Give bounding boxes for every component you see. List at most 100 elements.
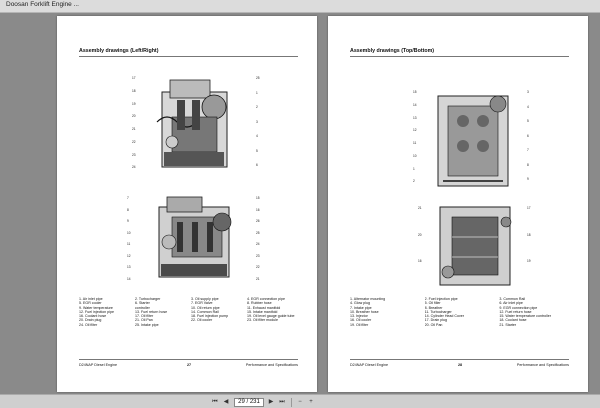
callout-label: 23 [132, 152, 136, 157]
legend-item: 23. Oil filter module [247, 318, 278, 323]
page-number-input[interactable]: 29 / 231 [234, 397, 264, 407]
viewer-toolbar: ⏮ ◀ 29 / 231 ▶ ⏭ − + [0, 394, 600, 408]
callout-label: 24 [256, 242, 260, 246]
tab-title: Doosan Forklift Engine ... [6, 1, 79, 8]
callout-label: 16 [418, 259, 422, 264]
callout-label: 19 [132, 101, 136, 106]
callout-label: 4 [256, 134, 258, 139]
page-navigation: ⏮ ◀ 29 / 231 ▶ ⏭ − + [210, 397, 317, 407]
callout-label: 11 [127, 242, 131, 246]
legend-item: 2. Fuel injection pipe [424, 297, 458, 301]
callout-label: 17 [132, 76, 136, 80]
callout-label: 13 [413, 115, 417, 120]
callout-label: 22 [132, 139, 136, 144]
legend-item: 18. Coolant hose [499, 318, 527, 323]
callout-label: 6 [527, 133, 529, 138]
callout-label: 3 [256, 119, 258, 124]
callout-label: 20 [132, 114, 136, 119]
callout-label: 21 [418, 206, 422, 210]
document-page-left: Assembly drawings (Left/Right) 1. A [57, 16, 317, 392]
legend-item: 9. Water temperature [79, 305, 113, 310]
legend-item: 24. Oil filter [79, 322, 98, 327]
callout-label: 2 [256, 105, 258, 110]
footer-right: Performance and Specifications [516, 363, 569, 367]
engine-drawing-top [423, 86, 523, 196]
callout-label: 24 [132, 165, 136, 170]
footer-right: Performance and Specifications [245, 363, 298, 367]
callout-label: 15 [413, 90, 417, 94]
page-title: Assembly drawings (Left/Right) [79, 48, 159, 54]
callout-label: 3 [527, 90, 529, 94]
legend-item: controller [135, 305, 150, 310]
callout-label: 13 [127, 265, 131, 269]
callout-label: 7 [527, 148, 529, 153]
callout-label: 25 [256, 76, 260, 80]
legend-item: 21. Starter [499, 322, 517, 327]
callout-label: 18 [527, 232, 531, 237]
legend-item: 22. Oil cooler [191, 318, 213, 323]
legend-item: 3. Common Rail [499, 297, 526, 301]
legend-item: 5. Oil filler [424, 301, 441, 306]
callout-label: 14 [127, 276, 131, 281]
engine-drawing-right [137, 192, 252, 292]
callout-label: 7 [127, 196, 129, 200]
callout-label: 17 [527, 206, 531, 210]
legend-item: 3. Oil supply pipe [191, 297, 219, 301]
legend-item: 15. Intake manifold [247, 309, 278, 314]
callout-label: 18 [132, 88, 136, 93]
legend-item: 18. Fuel injection pump [191, 314, 229, 319]
legend-item: 7. Intake pipe [350, 305, 372, 310]
zoom-out-button[interactable]: − [298, 398, 302, 405]
callout-label: 20 [418, 232, 422, 237]
page-footer: D24NAP Diesel Engine 27 Performance and … [79, 359, 298, 367]
legend-item: 12. Fuel return hose [499, 309, 532, 314]
callout-label: 12 [127, 253, 131, 258]
title-rule [79, 56, 298, 57]
legend-item: 2. Turbocharger [135, 297, 161, 301]
legend-item: 16. Coolant hose [79, 314, 107, 319]
legend-item: 8. Rubber hose [247, 301, 272, 306]
page-number: 27 [187, 363, 192, 367]
next-page-button[interactable]: ▶ [268, 398, 274, 405]
legend-item: 13. Injector [350, 314, 368, 319]
engine-drawing-bottom [428, 202, 523, 290]
callout-label: 5 [256, 148, 258, 153]
callout-label: 23 [256, 253, 260, 258]
callout-label: 16 [256, 207, 260, 212]
legend-item: 14. Common Rail [191, 309, 219, 314]
callout-label: 10 [413, 153, 417, 158]
legend-item: 13. Fuel return hose [135, 309, 168, 314]
legend-item: 10. Breather hose [350, 309, 379, 314]
callout-label: 26 [256, 219, 260, 223]
callout-label: 5 [527, 119, 529, 124]
legend-item: 11. Turbocharger [424, 309, 452, 314]
title-rule [350, 56, 569, 57]
legend-item: 8. Breather [424, 305, 443, 310]
legend-item: 7. EGR Valve [191, 301, 213, 306]
parts-legend: 1. Alternator mounting 2. Fuel injection … [350, 297, 572, 327]
callout-label: 14 [413, 102, 417, 107]
callout-label: 25 [256, 230, 260, 235]
prev-page-button[interactable]: ◀ [223, 398, 229, 405]
window-tab[interactable]: Doosan Forklift Engine ... [0, 0, 600, 13]
legend-item: 6. Air inlet pipe [499, 301, 523, 306]
callout-label: 2 [413, 179, 415, 184]
legend-item: 20. Drain plug [79, 318, 102, 323]
document-page-right: Assembly drawings (Top/Bottom) 1. Altern… [328, 16, 588, 392]
legend-item: 1. Alternator mounting [350, 297, 386, 301]
legend-item: 19. Oil filter [350, 322, 369, 327]
zoom-in-button[interactable]: + [309, 398, 313, 405]
legend-item: 21. Oil Pan [135, 318, 153, 323]
callout-label: 10 [127, 230, 131, 235]
page-number: 28 [458, 363, 463, 367]
first-page-button[interactable]: ⏮ [212, 398, 218, 405]
legend-item: 16. Oil cooler [350, 318, 372, 323]
legend-item: 25. Intake pipe [135, 322, 159, 327]
legend-item: 11. Exhaust manifold [247, 305, 281, 310]
callout-label: 11 [413, 141, 417, 145]
callout-label: 15 [256, 196, 260, 200]
last-page-button[interactable]: ⏭ [279, 398, 285, 405]
callout-label: 9 [527, 177, 529, 182]
legend-item: 6. Starter [135, 301, 150, 306]
legend-item: 4. EGR connection pipe [247, 297, 285, 301]
